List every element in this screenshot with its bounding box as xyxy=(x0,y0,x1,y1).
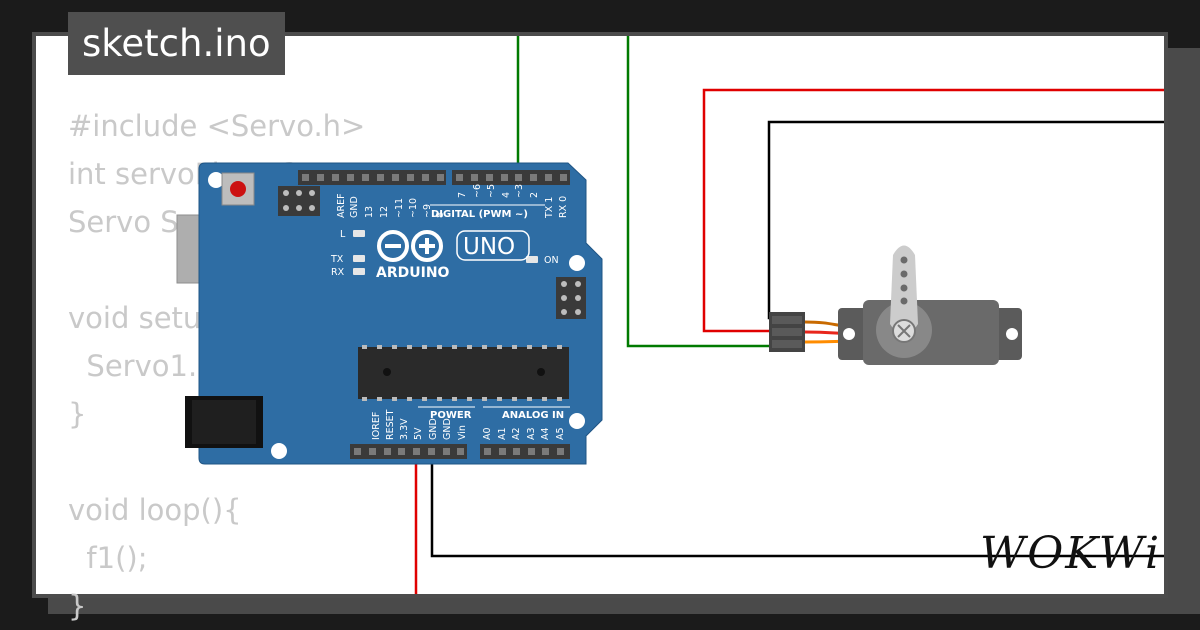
pin-label: A4 xyxy=(540,427,551,440)
mounting-hole xyxy=(569,413,585,429)
reset-button[interactable] xyxy=(221,172,255,206)
pin-label: IOREF xyxy=(371,412,382,440)
led-on xyxy=(526,256,538,263)
led-label-rx: RX xyxy=(331,267,345,278)
wokwi-logo: WOKWi xyxy=(980,528,1161,579)
pin-label: A1 xyxy=(497,427,508,440)
mounting-hole xyxy=(208,172,224,188)
pin-label: 8 xyxy=(435,212,446,218)
pin-label: ~6 xyxy=(472,184,483,198)
power-header-label: POWER xyxy=(430,410,472,421)
pin-label: ~5 xyxy=(486,184,497,198)
pin-label: RX 0 xyxy=(558,196,569,218)
arduino-uno-board[interactable]: AREF GND 13 12 ~11 ~10 ~9 8 7 ~6 ~5 4 ~3… xyxy=(198,162,603,465)
analog-header-label: ANALOG IN xyxy=(502,410,564,421)
digital-header[interactable] xyxy=(298,170,570,185)
power-header[interactable] xyxy=(350,444,467,459)
pin-label: AREF xyxy=(336,193,347,218)
pin-label: Vin xyxy=(457,425,468,440)
microcontroller-chip xyxy=(358,345,569,401)
pin-label: 12 xyxy=(379,206,390,218)
file-name-tab[interactable]: sketch.ino xyxy=(68,12,285,75)
pin-label: TX 1 xyxy=(544,197,555,219)
analog-header[interactable] xyxy=(480,444,570,459)
code-line: f1(); xyxy=(68,541,148,575)
code-line: } xyxy=(68,589,87,623)
brand-name: ARDUINO xyxy=(376,265,450,281)
pin-label: 13 xyxy=(364,206,375,218)
digital-header-label: DIGITAL (PWM ~) xyxy=(431,209,528,220)
pin-label: GND xyxy=(349,196,360,218)
pin-label: ~10 xyxy=(408,198,419,218)
pin-label: 2 xyxy=(529,192,540,198)
pin-label: GND xyxy=(442,418,453,440)
pin-label: 5V xyxy=(413,427,424,440)
led-rx xyxy=(353,268,365,275)
pin-label: A0 xyxy=(482,427,493,440)
pin-label: A5 xyxy=(555,427,566,440)
servo-motor[interactable] xyxy=(769,245,1022,366)
wire-power[interactable] xyxy=(414,88,1164,594)
pin-label: A2 xyxy=(511,427,522,440)
mounting-hole xyxy=(271,443,287,459)
code-line: #include <Servo.h> xyxy=(68,109,366,143)
icsp-header-top xyxy=(278,186,320,216)
led-label-l: L xyxy=(340,229,346,240)
led-l xyxy=(353,230,365,237)
pin-label: ~9 xyxy=(422,204,433,218)
pin-label: GND xyxy=(428,418,439,440)
arduino-infinity-icon xyxy=(377,230,443,262)
code-line: void loop(){ xyxy=(68,493,242,527)
led-tx xyxy=(353,255,365,262)
code-line: } xyxy=(68,397,87,431)
wire-signal[interactable] xyxy=(516,36,772,348)
pin-label: 3.3V xyxy=(399,418,410,440)
pin-label: A3 xyxy=(526,427,537,440)
icsp-header-right xyxy=(556,277,586,319)
pin-label: 7 xyxy=(457,192,468,198)
led-label-on: ON xyxy=(544,255,559,266)
model-name: UNO xyxy=(463,234,515,260)
uno-badge xyxy=(456,230,530,261)
pin-label: ~3 xyxy=(514,184,525,198)
led-label-tx: TX xyxy=(330,254,344,265)
dc-barrel-jack xyxy=(185,396,263,448)
pin-label: 4 xyxy=(501,192,512,198)
mounting-hole xyxy=(569,255,585,271)
pin-label: ~11 xyxy=(394,198,405,218)
pin-label: RESET xyxy=(385,409,396,440)
